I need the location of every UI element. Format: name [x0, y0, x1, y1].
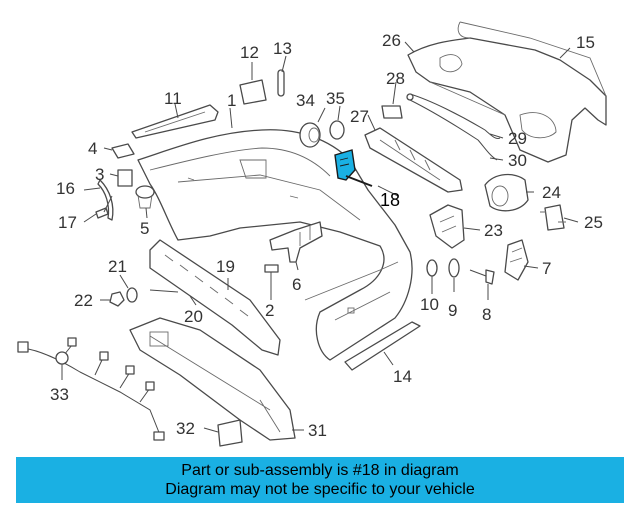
- callout-5: 5: [140, 219, 149, 238]
- part-7-side-bracket: [504, 239, 529, 281]
- callout-6: 6: [292, 275, 301, 294]
- callout-7: 7: [542, 259, 551, 278]
- callout-12: 12: [240, 43, 259, 62]
- part-11-bracket-strip: [131, 104, 219, 139]
- part-25-sensor-holder: [540, 204, 566, 231]
- part-27-mounting-rail: [364, 127, 463, 193]
- part-2-screw: [264, 264, 279, 290]
- callout-3: 3: [95, 165, 104, 184]
- banner-line-part: Part or sub-assembly is #18 in diagram: [181, 462, 459, 479]
- callout-19: 19: [216, 257, 235, 276]
- callout-34: 34: [296, 91, 315, 110]
- part-19-absorber: [149, 239, 281, 356]
- callout-30: 30: [508, 151, 527, 170]
- part-16-strip: [97, 179, 114, 221]
- callout-13: 13: [273, 39, 292, 58]
- part-35-grommet: [329, 120, 345, 140]
- part-34-sleeve: [299, 122, 321, 148]
- callout-27: 27: [350, 107, 369, 126]
- callout-20: 20: [184, 307, 203, 326]
- part-22-nut: [109, 291, 125, 307]
- callout-2: 2: [265, 301, 274, 320]
- part-4-clip: [111, 143, 135, 159]
- callout-14: 14: [393, 367, 412, 386]
- callout-26: 26: [382, 31, 401, 50]
- highlight-info-banner: Part or sub-assembly is #18 in diagram D…: [16, 457, 624, 503]
- part-24-exhaust-trim: [484, 173, 529, 212]
- banner-line-disclaimer: Diagram may not be specific to your vehi…: [165, 481, 475, 498]
- parts-diagram: 1 2 3 4 5 6 7 8 9 10 11 12 13 14 15 16 1…: [17, 21, 607, 447]
- callout-16: 16: [56, 179, 75, 198]
- part-20-rod: [149, 289, 179, 293]
- part-5-grommet: [135, 185, 155, 209]
- part-3-clip: [117, 169, 133, 187]
- part-1-bumper-cover: [137, 129, 413, 361]
- part-13-strip: [277, 69, 285, 97]
- callout-10: 10: [420, 295, 439, 314]
- part-17-screw: [95, 195, 113, 219]
- callout-15: 15: [576, 33, 595, 52]
- part-18-highlighted-bracket: [334, 149, 373, 187]
- part-33-wiring-harness: [17, 337, 165, 441]
- part-6-center-bracket: [269, 221, 323, 263]
- callout-11: 11: [164, 89, 182, 108]
- part-15-upper-cover: [407, 21, 607, 163]
- part-10-washer: [426, 259, 438, 277]
- callout-31: 31: [308, 421, 327, 440]
- callout-23: 23: [484, 221, 503, 240]
- callout-24: 24: [542, 183, 561, 202]
- part-29-wire-harness: [406, 93, 501, 161]
- part-26-bracket: [404, 41, 415, 53]
- leader-lines: [61, 47, 579, 433]
- callout-labels: 1 2 3 4 5 6 7 8 9 10 11 12 13 14 15 16 1…: [50, 31, 603, 440]
- callout-22: 22: [74, 291, 93, 310]
- part-21-washer: [126, 287, 138, 303]
- callout-21: 21: [108, 257, 127, 276]
- callout-1: 1: [227, 91, 236, 110]
- callout-29: 29: [508, 129, 527, 148]
- part-9-washer: [448, 258, 460, 278]
- callout-33: 33: [50, 385, 69, 404]
- callout-17: 17: [58, 213, 77, 232]
- part-28-clip: [381, 105, 403, 119]
- callout-18: 18: [380, 190, 400, 210]
- callout-9: 9: [448, 301, 457, 320]
- callout-32: 32: [176, 419, 195, 438]
- callout-8: 8: [482, 305, 491, 324]
- part-32-plate: [217, 419, 243, 447]
- part-12-plate: [239, 79, 267, 105]
- callout-35: 35: [326, 89, 345, 108]
- part-31-carrier: [129, 317, 296, 441]
- callout-28: 28: [386, 69, 405, 88]
- callout-25: 25: [584, 213, 603, 232]
- part-8-bolt: [469, 269, 495, 285]
- callout-4: 4: [88, 139, 97, 158]
- part-23-bracket: [429, 204, 465, 249]
- part-14-lower-strip: [344, 321, 421, 371]
